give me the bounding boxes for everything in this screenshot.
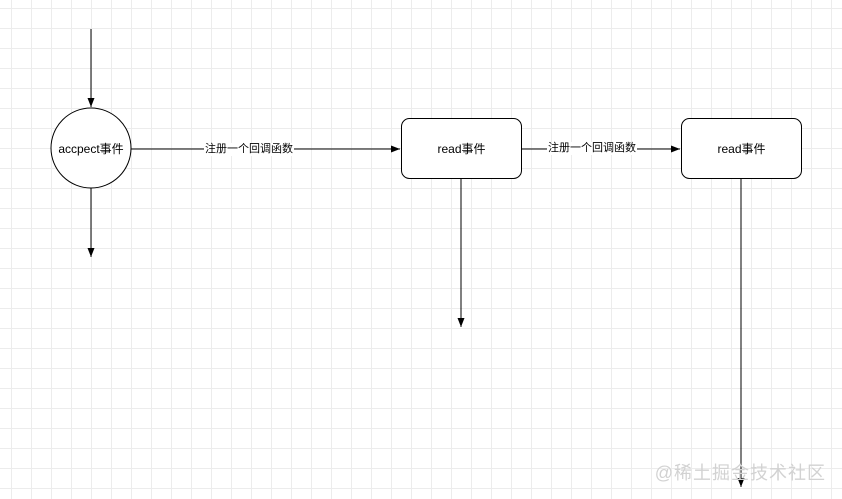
edge-label-read1-to-read2: 注册一个回调函数 <box>547 142 637 155</box>
watermark-text: @稀土掘金技术社区 <box>654 463 826 483</box>
read-event-node-2 <box>681 118 802 179</box>
accept-event-label: accpect事件 <box>58 141 124 156</box>
read-event-label-1: read事件 <box>437 141 486 156</box>
read-event-node-1 <box>401 118 522 179</box>
edge-label-accept-to-read1: 注册一个回调函数 <box>204 143 294 156</box>
read-event-label-2: read事件 <box>717 141 766 156</box>
